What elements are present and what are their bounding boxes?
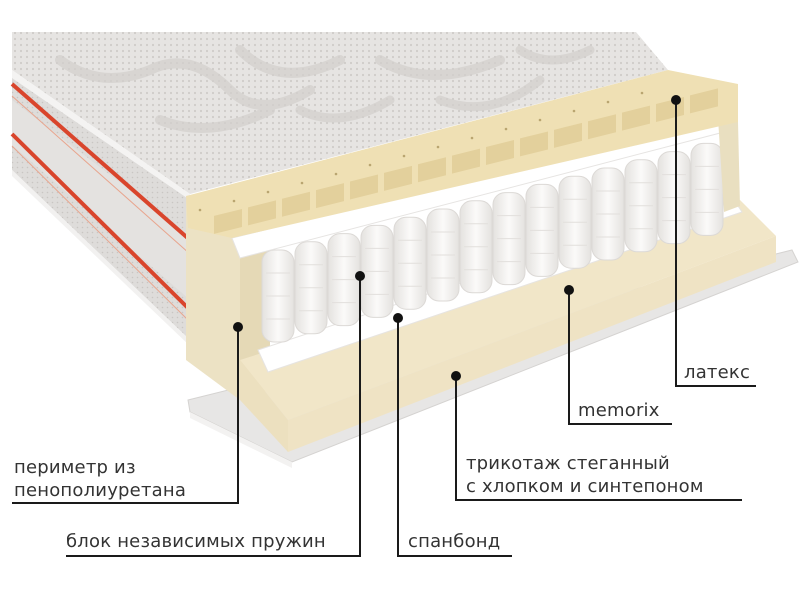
label-perimeter-line1: периметр из [14, 457, 136, 478]
label-perimeter: периметр из пенополиуретана [14, 456, 186, 502]
leader-springs [66, 276, 361, 557]
label-knit-line1: трикотаж стеганный [466, 453, 670, 474]
dot-latex [671, 95, 681, 105]
quilted-top [12, 32, 668, 200]
dot-spunbond [393, 313, 403, 323]
label-knit-line2: с хлопком и синтепоном [466, 476, 704, 497]
label-latex: латекс [684, 362, 751, 383]
label-memorix: memorix [578, 400, 660, 421]
leader-knit [455, 376, 742, 501]
pocket-springs [261, 142, 724, 343]
leader-lines [12, 100, 756, 557]
dot-springs [355, 271, 365, 281]
label-knit: трикотаж стеганный с хлопком и синтепоно… [466, 452, 704, 498]
latex-layer [186, 70, 738, 238]
leader-memorix [568, 290, 672, 425]
dot-knit [451, 371, 461, 381]
memorix-layer [240, 200, 776, 452]
dot-memorix [564, 285, 574, 295]
side-panel [10, 78, 192, 346]
dot-perimeter [233, 322, 243, 332]
label-spunbond: спанбонд [408, 531, 501, 552]
leader-spunbond [397, 318, 512, 557]
foam-perimeter-right [718, 118, 740, 212]
label-springs: блок независимых пружин [66, 531, 326, 552]
leader-perimeter [12, 327, 239, 504]
label-perimeter-line2: пенополиуретана [14, 480, 187, 501]
leader-latex [675, 100, 756, 387]
leader-dots [233, 95, 681, 381]
